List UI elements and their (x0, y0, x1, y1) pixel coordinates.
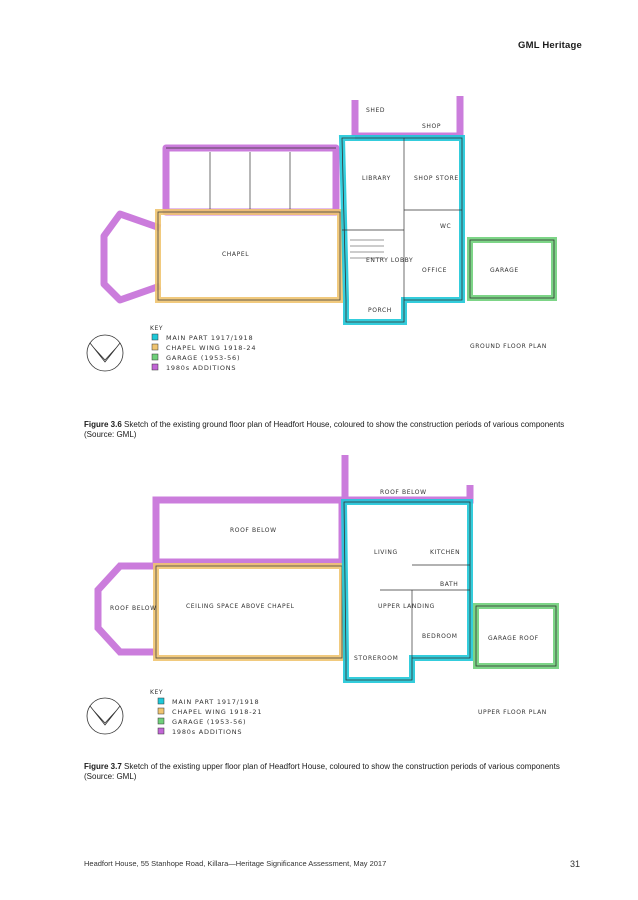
label-office: OFFICE (422, 267, 447, 274)
key2-item-2: GARAGE (1953-56) (172, 718, 246, 726)
label-kitchen: KITCHEN (430, 549, 460, 556)
label-library: LIBRARY (362, 175, 391, 182)
key1-item-0: MAIN PART 1917/1918 (166, 334, 253, 342)
key-title-2: KEY (150, 689, 163, 696)
label-entry-lobby: ENTRY LOBBY (366, 257, 413, 264)
label-roof-below-right: ROOF BELOW (380, 489, 427, 496)
key-title-1: KEY (150, 325, 163, 332)
key2-item-1: CHAPEL WING 1918-21 (172, 708, 262, 716)
label-living: LIVING (374, 549, 398, 556)
label-ceiling-space: CEILING SPACE ABOVE CHAPEL (186, 603, 295, 610)
label-upper-landing: UPPER LANDING (378, 603, 435, 610)
key2-item-0: MAIN PART 1917/1918 (172, 698, 259, 706)
label-shop: SHOP (422, 123, 441, 130)
figure-caption-2: Figure 3.7 Sketch of the existing upper … (84, 762, 574, 782)
plan-title-upper: UPPER FLOOR PLAN (478, 709, 547, 716)
label-garage-roof: GARAGE ROOF (488, 635, 539, 642)
caption-label-1: Figure 3.6 (84, 420, 122, 429)
figure-caption-1: Figure 3.6 Sketch of the existing ground… (84, 420, 574, 440)
caption-text-2: Sketch of the existing upper floor plan … (84, 762, 560, 781)
caption-text-1: Sketch of the existing ground floor plan… (84, 420, 565, 439)
key1-item-2: GARAGE (1953-56) (166, 354, 240, 362)
label-shed: SHED (366, 107, 385, 114)
north-arrow-icon (86, 334, 124, 372)
label-roof-below-left: ROOF BELOW (110, 605, 157, 612)
label-chapel: CHAPEL (222, 251, 249, 258)
page-number: 31 (569, 859, 580, 869)
key1-item-1: CHAPEL WING 1918-24 (166, 344, 256, 352)
label-garage: GARAGE (490, 267, 519, 274)
label-porch: PORCH (368, 307, 392, 314)
label-shop-store: SHOP STORE (414, 175, 459, 182)
footer-text: Headfort House, 55 Stanhope Road, Killar… (84, 859, 387, 868)
label-bath: BATH (440, 581, 458, 588)
key1-item-3: 1980s ADDITIONS (166, 364, 236, 372)
label-roof-below-top: ROOF BELOW (230, 527, 277, 534)
label-wc: WC (440, 223, 451, 230)
plan-title-ground: GROUND FLOOR PLAN (470, 343, 547, 350)
north-arrow-icon (86, 697, 124, 735)
label-storeroom: STOREROOM (354, 655, 398, 662)
label-bedroom: BEDROOM (422, 633, 458, 640)
key2-item-3: 1980s ADDITIONS (172, 728, 242, 736)
header-org: GML Heritage (518, 40, 582, 51)
caption-label-2: Figure 3.7 (84, 762, 122, 771)
